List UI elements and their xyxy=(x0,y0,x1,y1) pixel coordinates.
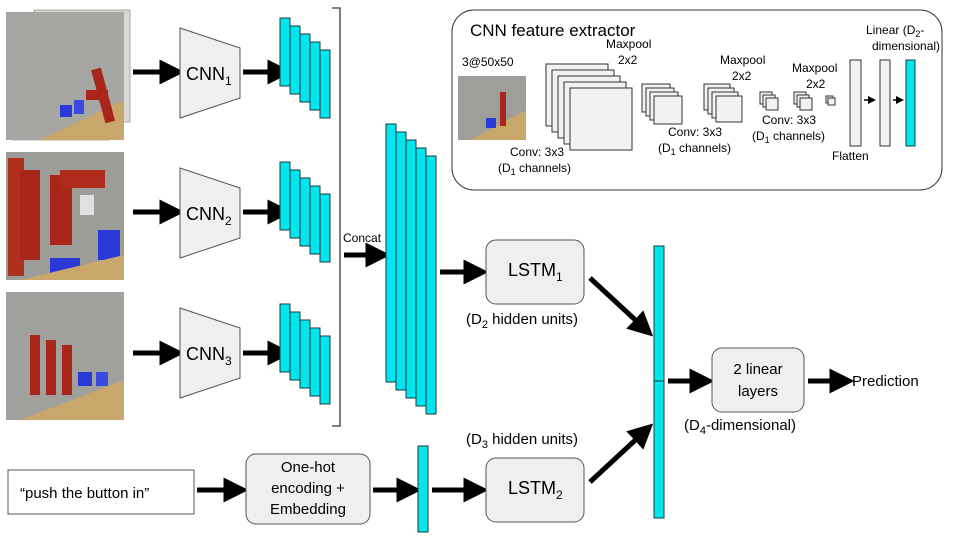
concatenated-feature-vectors xyxy=(385,123,437,415)
maxpool3-label: Maxpool xyxy=(792,61,837,75)
conv2-feature-maps xyxy=(641,83,683,125)
linear-layers-dim-label: (D4-dimensional) xyxy=(684,417,796,437)
lstm1-hidden-units-label: (D2 hidden units) xyxy=(466,311,578,331)
output-feature-vector xyxy=(905,59,916,147)
cnn-block-1: CNN1 xyxy=(179,27,241,119)
cnn-block-2: CNN2 xyxy=(179,167,241,259)
conv3-label: Conv: 3x3 xyxy=(762,113,816,127)
svg-text:LSTM2: LSTM2 xyxy=(508,478,563,502)
arrow-lstm1-to-combined xyxy=(588,276,654,337)
svg-text:CNN2: CNN2 xyxy=(186,204,232,228)
maxpool2-label: Maxpool xyxy=(720,53,765,67)
lstm2-box: LSTM2 xyxy=(485,457,585,523)
camera-image-stack-1 xyxy=(6,9,131,141)
conv3-channels: (D1 channels) xyxy=(752,129,825,145)
conv2-channels: (D1 channels) xyxy=(658,141,731,157)
svg-text:CNN3: CNN3 xyxy=(186,344,232,368)
linear-label-line2: dimensional) xyxy=(872,39,940,53)
arrow-lstm2-to-combined xyxy=(588,423,654,484)
svg-text:layers: layers xyxy=(738,383,778,400)
cnn1-feature-vectors xyxy=(279,17,331,119)
conv1-feature-maps xyxy=(545,63,633,151)
svg-text:LSTM1: LSTM1 xyxy=(508,260,563,284)
svg-text:Embedding: Embedding xyxy=(270,501,346,518)
conv2-label: Conv: 3x3 xyxy=(668,125,722,139)
camera-image-stack-2 xyxy=(6,152,124,280)
svg-text:“push the button in”: “push the button in” xyxy=(20,485,149,502)
embedding-vector xyxy=(417,445,429,533)
conv3-feature-maps xyxy=(759,91,836,111)
feature-extractor-title: CNN feature extractor xyxy=(470,21,636,40)
conv2-pool-feature-maps xyxy=(703,83,743,123)
concat-bracket xyxy=(332,7,341,427)
hidden-linear-vector xyxy=(879,59,891,147)
embedding-box: One-hot encoding + Embedding xyxy=(245,453,371,525)
svg-text:CNN1: CNN1 xyxy=(186,64,232,88)
linear-label: Linear (D2- xyxy=(866,23,924,39)
maxpool1-label: Maxpool xyxy=(606,37,651,51)
input-image-thumbnail xyxy=(458,76,526,140)
prediction-label: Prediction xyxy=(852,373,919,390)
maxpool1-size: 2x2 xyxy=(618,53,638,67)
flatten-vector xyxy=(849,59,862,147)
svg-text:One-hot: One-hot xyxy=(281,459,336,476)
maxpool3-size: 2x2 xyxy=(806,77,826,91)
cnn-feature-extractor-panel: CNN feature extractor 3@50x50 xyxy=(451,9,943,191)
cnn2-feature-vectors xyxy=(279,161,331,263)
instruction-text-box: “push the button in” xyxy=(7,469,195,515)
lstm1-box: LSTM1 xyxy=(485,239,585,305)
svg-text:encoding +: encoding + xyxy=(271,480,345,497)
maxpool2-size: 2x2 xyxy=(732,69,752,83)
svg-text:2 linear: 2 linear xyxy=(733,361,782,378)
camera-image-stack-3 xyxy=(6,292,124,420)
concat-label: Concat xyxy=(343,231,382,245)
cnn3-feature-vectors xyxy=(279,303,331,405)
conv1-channels: (D1 channels) xyxy=(498,161,571,177)
cnn-block-3: CNN3 xyxy=(179,307,241,399)
linear-layers-box: 2 linear layers xyxy=(711,347,805,413)
conv1-label: Conv: 3x3 xyxy=(510,145,564,159)
lstm2-hidden-units-label: (D3 hidden units) xyxy=(466,431,578,451)
flatten-label: Flatten xyxy=(832,149,869,163)
input-size-label: 3@50x50 xyxy=(462,55,514,69)
combined-vector xyxy=(653,245,665,519)
